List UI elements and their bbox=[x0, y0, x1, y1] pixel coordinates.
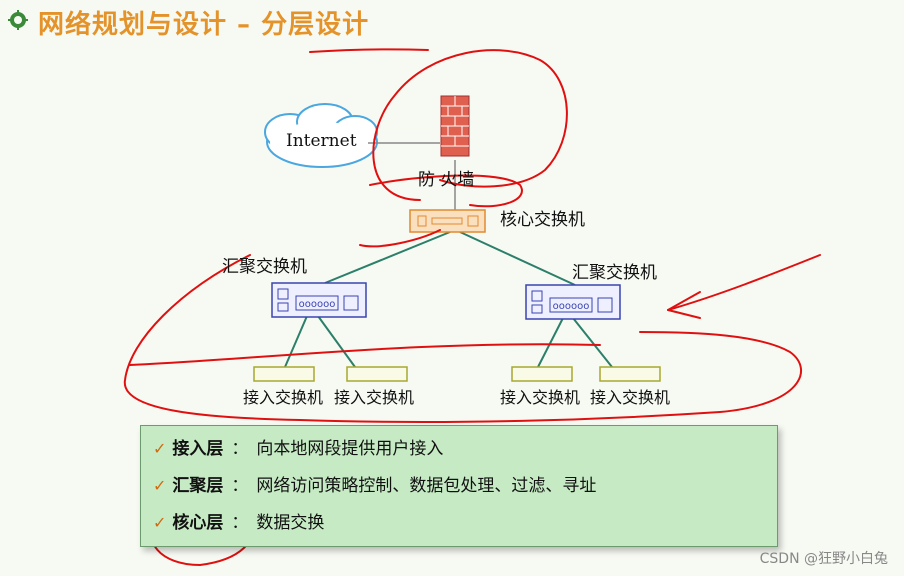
agg-switch-left-label: 汇聚交换机 bbox=[222, 257, 307, 277]
svg-text:oooooo: oooooo bbox=[553, 301, 590, 312]
gear-bullet-icon bbox=[8, 10, 28, 30]
layer-separator: ： bbox=[231, 439, 249, 459]
layer-row-access: ✓ 接入层 ： 向本地网段提供用户接入 bbox=[153, 434, 443, 464]
layer-row-core: ✓ 核心层 ： 数据交换 bbox=[153, 508, 324, 538]
check-icon: ✓ bbox=[153, 439, 167, 458]
layer-desc: 网络访问策略控制、数据包处理、过滤、寻址 bbox=[256, 476, 597, 496]
layer-name: 接入层 bbox=[172, 439, 224, 459]
layer-separator: ： bbox=[231, 476, 249, 496]
svg-text:oooooo: oooooo bbox=[299, 299, 336, 310]
watermark: CSDN @狂野小白兔 bbox=[759, 551, 888, 567]
firewall-label: 防 火墙 bbox=[418, 170, 475, 190]
access-switch-1-label: 接入交换机 bbox=[243, 388, 324, 407]
layer-name: 核心层 bbox=[172, 513, 224, 533]
layer-desc: 数据交换 bbox=[256, 513, 325, 533]
access-switch-4-icon bbox=[599, 366, 661, 382]
firewall-icon bbox=[440, 95, 470, 157]
core-switch-label: 核心交换机 bbox=[500, 210, 585, 230]
page-title: 网络规划与设计 – 分层设计 bbox=[38, 10, 370, 40]
access-switch-3-icon bbox=[511, 366, 573, 382]
layer-description-box: ✓ 接入层 ： 向本地网段提供用户接入 ✓ 汇聚层 ： 网络访问策略控制、数据包处理、过滤、… bbox=[140, 425, 778, 547]
layer-name: 汇聚层 bbox=[172, 476, 224, 496]
access-switch-1-icon bbox=[253, 366, 315, 382]
internet-cloud-icon bbox=[264, 103, 378, 168]
layer-desc: 向本地网段提供用户接入 bbox=[256, 439, 444, 459]
core-switch-icon bbox=[409, 209, 486, 233]
layer-row-aggregation: ✓ 汇聚层 ： 网络访问策略控制、数据包处理、过滤、寻址 bbox=[153, 471, 596, 501]
network-links bbox=[284, 142, 613, 368]
check-icon: ✓ bbox=[153, 476, 167, 495]
layer-separator: ： bbox=[231, 513, 249, 533]
access-switch-3-label: 接入交换机 bbox=[500, 388, 581, 407]
agg-switch-right-label: 汇聚交换机 bbox=[572, 263, 657, 283]
internet-label: Internet bbox=[286, 131, 357, 151]
agg-switch-right-icon: oooooo bbox=[525, 284, 621, 320]
access-switch-2-label: 接入交换机 bbox=[334, 388, 415, 407]
access-switch-2-icon bbox=[346, 366, 408, 382]
agg-switch-left-icon: oooooo bbox=[271, 282, 367, 318]
access-switch-4-label: 接入交换机 bbox=[590, 388, 671, 407]
check-icon: ✓ bbox=[153, 513, 167, 532]
